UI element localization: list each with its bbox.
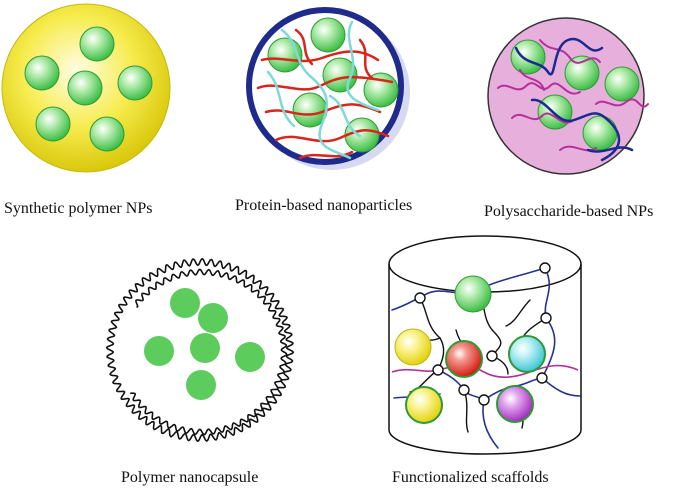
scaffold-crosslink-nodes xyxy=(414,262,552,406)
scaffold-drug-spheres xyxy=(394,275,546,424)
crosslink-node xyxy=(414,292,426,304)
drug-sphere-purple xyxy=(496,385,534,423)
drug-sphere xyxy=(537,94,573,130)
crosslink-node xyxy=(432,364,444,376)
caption-synthetic-polymer-nps: Synthetic polymer NPs xyxy=(4,200,153,217)
drug-sphere xyxy=(186,370,216,400)
drug-sphere-yellow xyxy=(394,328,432,366)
capsule-drug-spheres xyxy=(144,288,265,400)
drug-sphere xyxy=(582,115,618,151)
capsule-wall xyxy=(105,257,295,443)
protein-based-np xyxy=(246,7,410,170)
caption-protein-based-nanoparticles: Protein-based nanoparticles xyxy=(235,197,413,214)
functionalized-scaffold xyxy=(388,235,582,455)
synthetic-drug-spheres xyxy=(24,26,153,152)
crosslink-node xyxy=(478,394,490,406)
drug-sphere xyxy=(67,70,103,106)
cylinder-bottom xyxy=(388,429,582,455)
polysaccharide-based-np xyxy=(487,17,649,175)
drug-sphere-cyan xyxy=(508,335,546,373)
crosslink-node xyxy=(540,312,552,324)
drug-sphere xyxy=(190,333,220,363)
drug-sphere-green xyxy=(454,275,492,313)
drug-sphere xyxy=(510,39,546,75)
drug-sphere xyxy=(35,106,71,142)
drug-sphere xyxy=(198,303,228,333)
caption-polysaccharide-based-nps: Polysaccharide-based NPs xyxy=(484,203,654,220)
protein-chains-cyan xyxy=(266,20,380,160)
crosslink-node xyxy=(539,262,551,274)
drug-sphere xyxy=(170,288,200,318)
caption-functionalized-scaffolds: Functionalized scaffolds xyxy=(392,469,549,486)
drug-sphere xyxy=(564,55,600,91)
drug-sphere xyxy=(604,66,640,102)
drug-sphere-yellow xyxy=(405,386,443,424)
drug-sphere xyxy=(24,55,60,91)
scaffold-chain-magenta xyxy=(391,364,579,379)
drug-sphere-red xyxy=(445,340,483,378)
drug-sphere xyxy=(117,65,153,101)
crosslink-node xyxy=(486,350,498,362)
drug-sphere xyxy=(79,26,115,62)
drug-sphere xyxy=(89,116,125,152)
polymer-nanocapsule xyxy=(105,257,295,443)
caption-polymer-nanocapsule: Polymer nanocapsule xyxy=(121,469,259,486)
drug-sphere xyxy=(144,336,174,366)
polysac-chains-magenta xyxy=(497,39,649,152)
drug-sphere xyxy=(310,17,346,53)
crosslink-node xyxy=(458,384,470,396)
crosslink-node xyxy=(536,372,548,384)
polysac-chains-navy xyxy=(514,37,634,162)
drug-sphere xyxy=(235,342,265,372)
synthetic-polymer-np xyxy=(1,3,171,173)
